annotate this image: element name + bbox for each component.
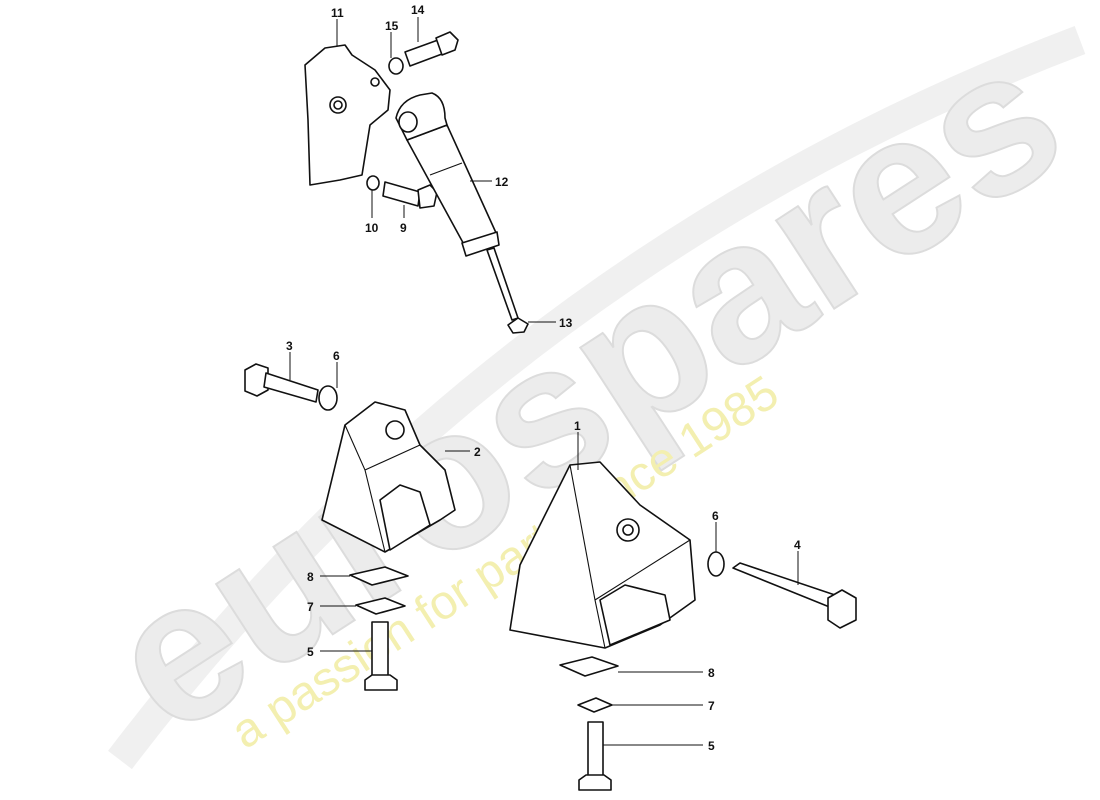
bolt-3 <box>244 363 319 403</box>
callout-15: 15 <box>385 19 399 33</box>
bolt-5a <box>364 621 398 691</box>
plate-7b <box>577 697 613 713</box>
callout-5: 5 <box>307 645 314 659</box>
callout-1: 1 <box>574 419 581 433</box>
shock-absorber-12 <box>395 92 529 334</box>
callout-13: 13 <box>559 316 573 330</box>
callout-7: 7 <box>708 699 715 713</box>
callout-10: 10 <box>365 221 379 235</box>
engine-mount-1 <box>509 461 696 649</box>
callout-7: 7 <box>307 600 314 614</box>
callout-12: 12 <box>495 175 509 189</box>
plate-7a <box>355 597 406 615</box>
callout-9: 9 <box>400 221 407 235</box>
callout-14: 14 <box>411 3 425 17</box>
shim-8b <box>559 656 619 677</box>
callout-11: 11 <box>331 6 344 20</box>
callout-5: 5 <box>708 739 715 753</box>
callout-6: 6 <box>712 509 719 523</box>
bolt-5b <box>578 721 612 791</box>
leader-lines <box>289 17 799 746</box>
bolt-9 <box>382 181 438 209</box>
callout-8: 8 <box>307 570 314 584</box>
engine-mount-2 <box>321 401 456 553</box>
washer-6a <box>318 385 338 411</box>
callout-4: 4 <box>794 538 801 552</box>
washer-6b <box>707 551 725 577</box>
washer-10 <box>366 175 380 191</box>
callout-3: 3 <box>286 339 293 353</box>
callout-2: 2 <box>474 445 481 459</box>
bolt-4 <box>732 562 857 629</box>
bracket-part <box>304 44 391 186</box>
shim-8a <box>349 566 409 586</box>
callout-6: 6 <box>333 349 340 363</box>
callout-8: 8 <box>708 666 715 680</box>
washer-15 <box>388 57 404 75</box>
bolt-14 <box>404 31 459 67</box>
